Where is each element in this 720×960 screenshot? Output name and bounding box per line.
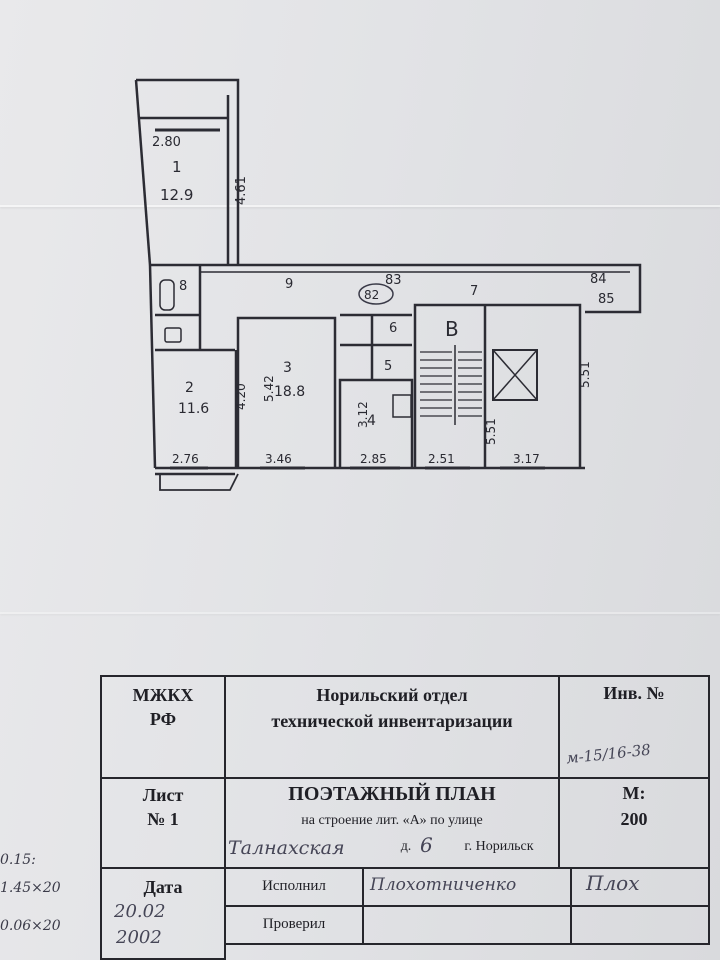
org-name-line1: Норильский отдел bbox=[316, 685, 468, 705]
performed-signature: Плох bbox=[586, 871, 640, 895]
wall bbox=[136, 78, 240, 265]
wall bbox=[236, 316, 337, 468]
side-note: 0.06×20 bbox=[0, 918, 61, 934]
dimension: 2.85 bbox=[360, 452, 387, 466]
dimension: 3.17 bbox=[513, 452, 540, 466]
dimension: 5.51 bbox=[484, 418, 498, 445]
plan-mark: 85 bbox=[598, 292, 615, 307]
sheet-number: № 1 bbox=[147, 809, 179, 829]
side-note: 1.45×20 bbox=[0, 880, 61, 896]
performed-label: Исполнил bbox=[262, 878, 326, 894]
plan-mark: 82 bbox=[364, 288, 379, 302]
room-area: 12.9 bbox=[160, 186, 193, 204]
title-block: МЖКХ РФ Норильский отдел технической инв… bbox=[100, 675, 710, 960]
dimension: 4.20 bbox=[234, 383, 248, 410]
wall bbox=[338, 378, 414, 468]
checked-label: Проверил bbox=[262, 916, 326, 932]
cell-checked-name bbox=[362, 905, 572, 945]
room-area: 18.8 bbox=[274, 384, 305, 400]
plan-mark: 84 bbox=[590, 272, 607, 287]
date-value: 20.02 bbox=[114, 901, 166, 922]
stair-label: В bbox=[445, 317, 459, 341]
dimension: 2.76 bbox=[172, 452, 199, 466]
dimension: 2.51 bbox=[428, 452, 455, 466]
floor-plan: 1 12.9 2 11.6 3 18.8 4 5 6 7 8 9 В 2.80 … bbox=[134, 78, 642, 491]
elevator-shaft bbox=[492, 349, 538, 401]
dimension: 5.42 bbox=[262, 375, 276, 402]
plan-title: ПОЭТАЖНЫЙ ПЛАН bbox=[288, 783, 496, 805]
room-number: 5 bbox=[384, 359, 392, 374]
balcony bbox=[159, 473, 239, 491]
stove bbox=[392, 394, 412, 418]
date-value-year: 2002 bbox=[116, 927, 162, 948]
side-note: 0.15: bbox=[0, 852, 36, 868]
room-number: 1 bbox=[172, 158, 182, 176]
house-number: 6 bbox=[420, 833, 433, 857]
org-name-line2: технической инвентаризации bbox=[271, 711, 513, 731]
house-prefix: д. bbox=[400, 839, 412, 854]
wall bbox=[148, 264, 157, 469]
room-area: 11.6 bbox=[178, 401, 209, 417]
wall bbox=[150, 263, 642, 314]
date-label: Дата bbox=[143, 877, 183, 897]
room-number: 4 bbox=[367, 413, 376, 429]
org-short: МЖКХ РФ bbox=[132, 685, 194, 729]
paper-fold bbox=[0, 205, 720, 207]
dimension: 3.12 bbox=[356, 401, 370, 428]
performed-name: Плохотниченко bbox=[370, 875, 517, 895]
room-number: 9 bbox=[285, 277, 293, 292]
inv-label: Инв. № bbox=[603, 683, 665, 703]
room-number: 8 bbox=[179, 279, 187, 294]
dimension: 5.51 bbox=[578, 361, 592, 388]
bathtub bbox=[159, 279, 175, 311]
plan-subtitle: на строение лит. «А» по улице bbox=[301, 813, 483, 828]
room-number: 2 bbox=[185, 380, 194, 396]
street-name: Талнахская bbox=[228, 837, 345, 859]
city: г. Норильск bbox=[464, 839, 534, 854]
wall bbox=[134, 79, 152, 266]
wall bbox=[413, 303, 582, 468]
plan-mark: 83 bbox=[385, 273, 402, 288]
sink bbox=[164, 327, 182, 343]
paper-fold bbox=[0, 612, 720, 614]
room-number: 6 bbox=[389, 321, 397, 336]
sheet-label: Лист bbox=[142, 785, 184, 805]
scale-value: 200 bbox=[620, 809, 648, 829]
room-number: 3 bbox=[283, 360, 292, 376]
stairs bbox=[420, 351, 482, 417]
room-number: 7 bbox=[470, 284, 478, 299]
circled-mark bbox=[358, 283, 394, 305]
dimension: 4.61 bbox=[234, 176, 249, 205]
scale-label: М: bbox=[622, 783, 646, 803]
dimension: 2.80 bbox=[152, 135, 181, 150]
cell-checked-sign bbox=[570, 905, 710, 945]
dimension: 3.46 bbox=[265, 452, 292, 466]
